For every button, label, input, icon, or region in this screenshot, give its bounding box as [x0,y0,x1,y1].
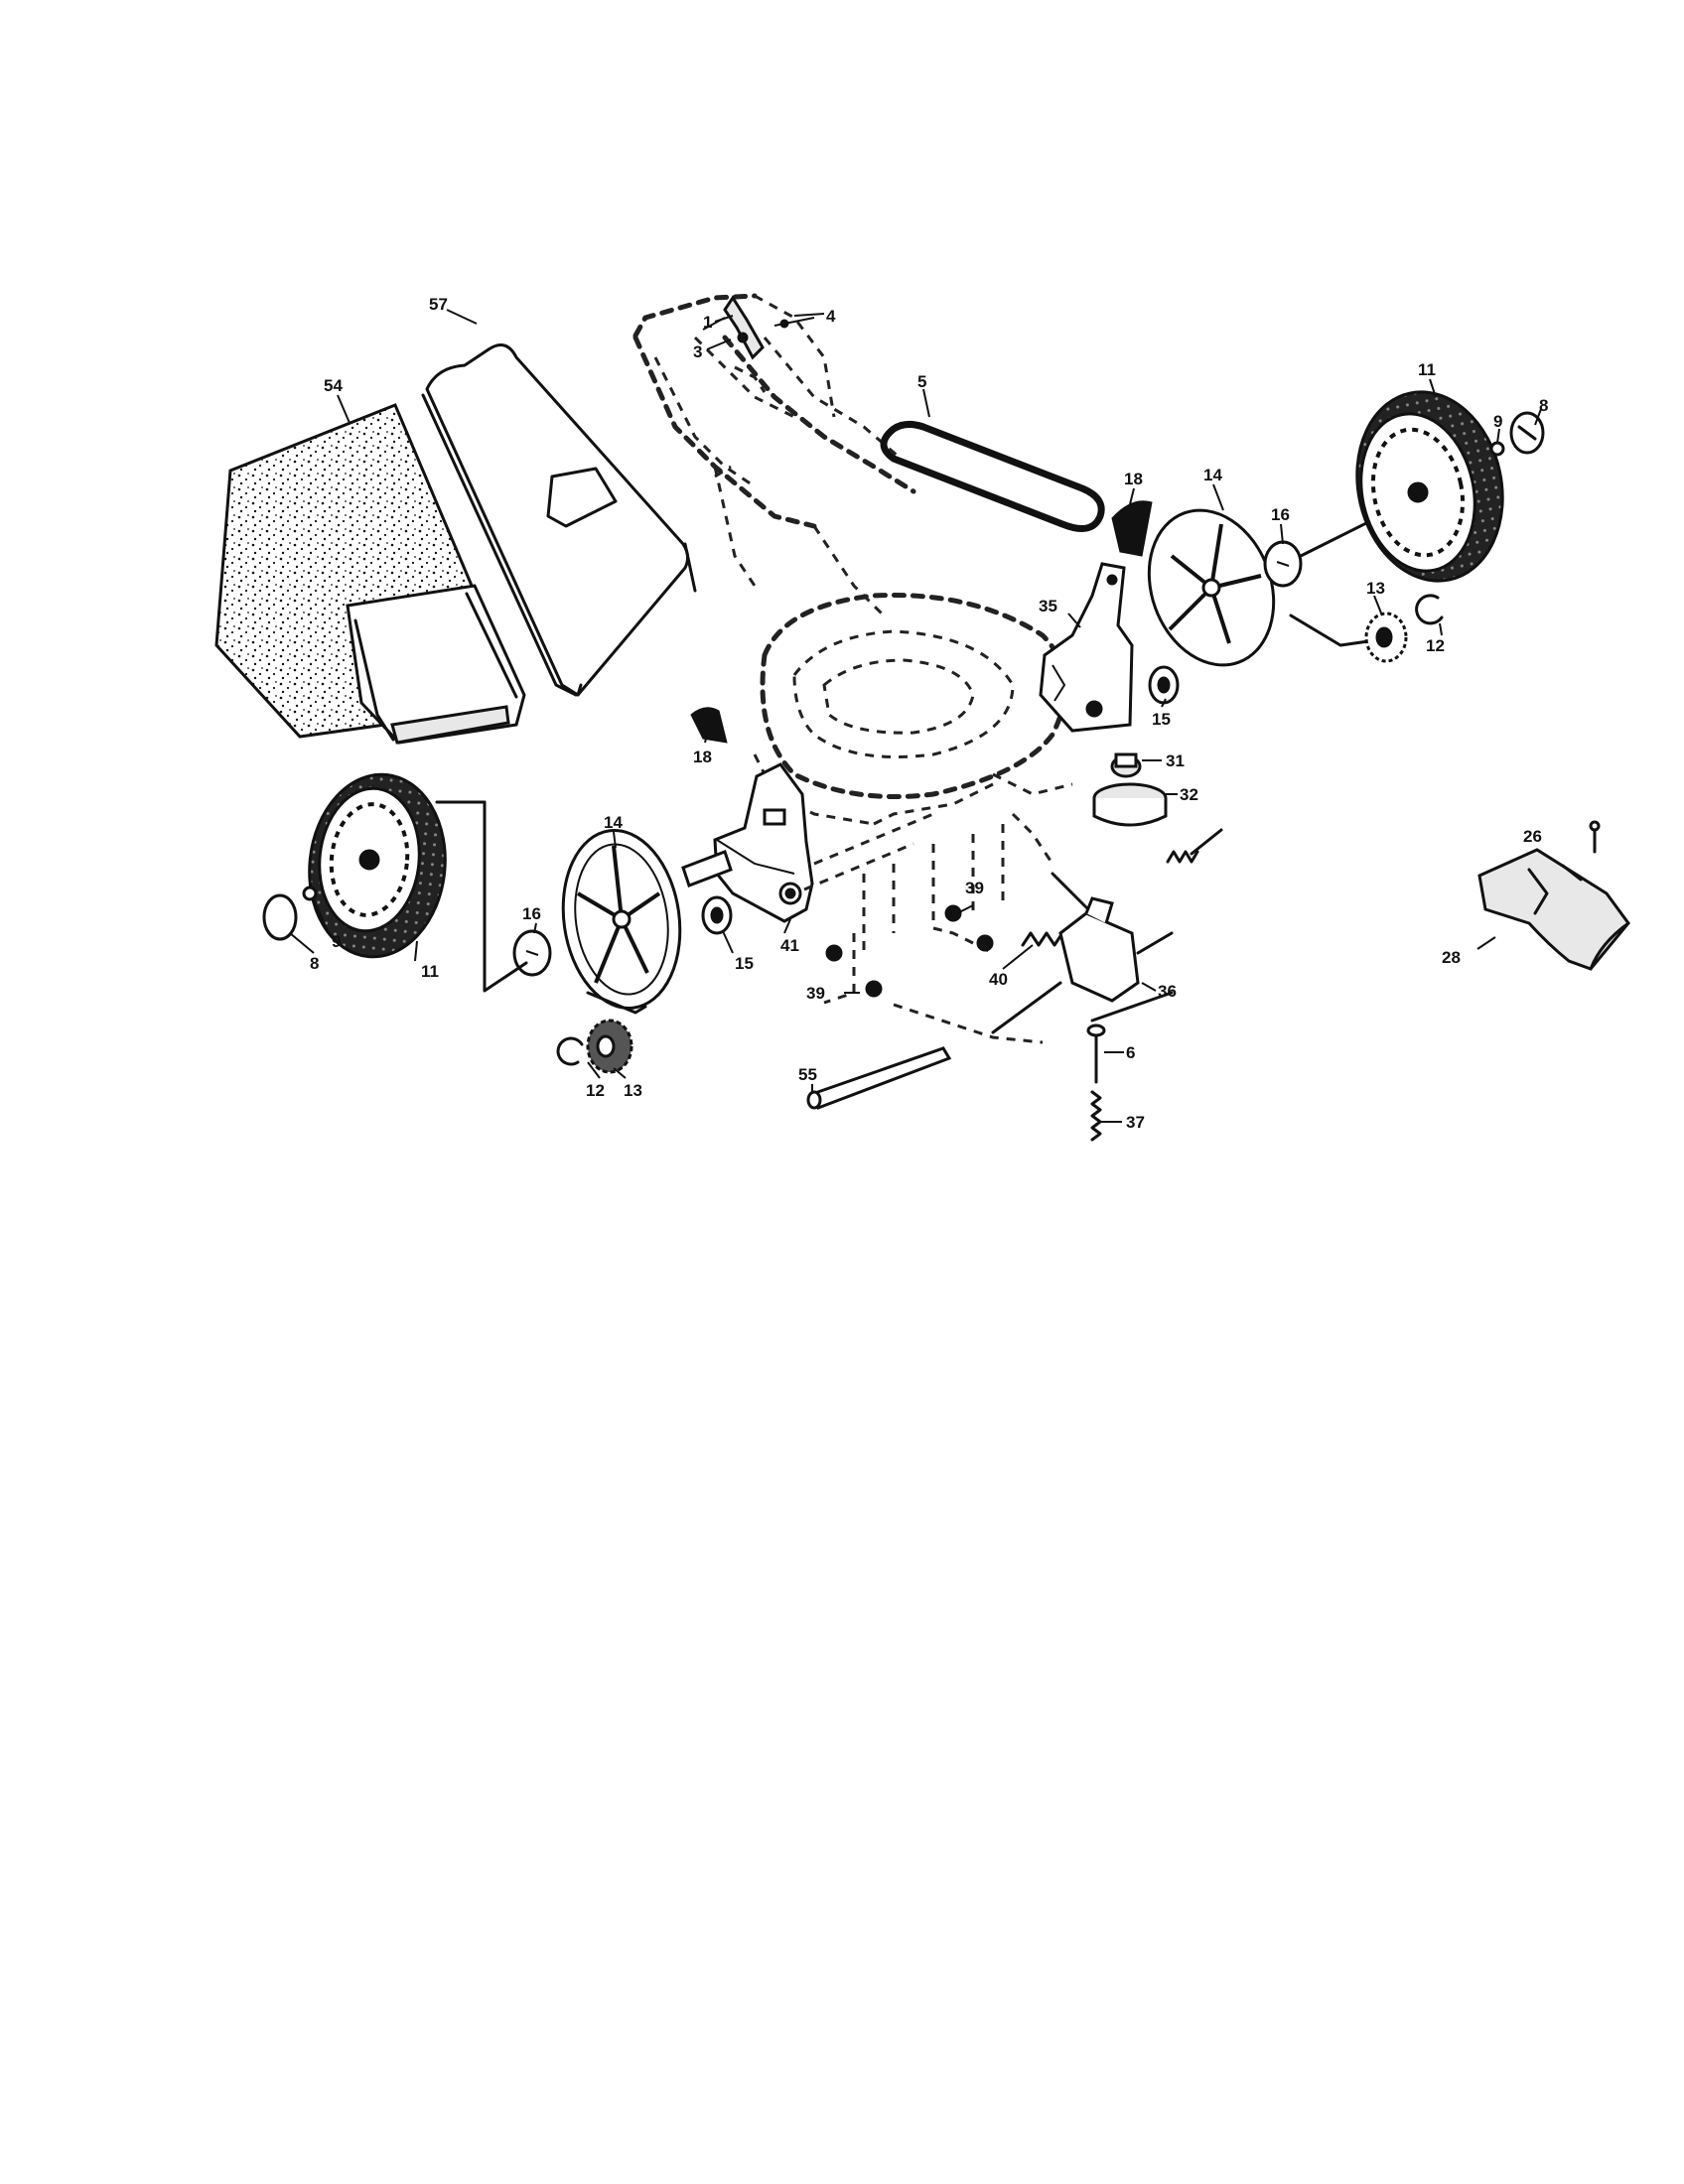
callout-37: 37 [1126,1113,1145,1132]
callout-41: 41 [780,936,799,955]
callout-9-right: 9 [1493,412,1502,431]
callout-18-left: 18 [693,748,712,766]
rear-cover-28 [1477,848,1630,971]
callout-8-left: 8 [310,954,319,973]
callout-39-upper: 39 [965,879,984,897]
clip-right [1415,594,1444,625]
screw-26 [1589,820,1601,854]
wheel-gear-left [561,829,682,1010]
callout-1: 1 [703,313,712,332]
callout-13-right: 13 [1366,579,1385,598]
callout-15-left: 15 [735,954,754,973]
callout-54: 54 [324,376,343,395]
bolt-6 [1086,1024,1106,1084]
wheel-gear-right [1147,508,1276,667]
callout-12-right: 12 [1426,636,1445,655]
axle-shaft-left [681,812,934,891]
callout-4: 4 [826,307,836,326]
callout-13-left: 13 [624,1081,642,1100]
callout-18-top: 18 [1124,470,1143,488]
bolt-31 [1110,752,1142,778]
callout-57: 57 [429,295,448,314]
leader-lines [289,309,1542,1123]
callout-8-right: 8 [1539,396,1548,415]
rod-55 [806,1046,952,1110]
axle-line-left [435,800,647,1015]
callout-12-left: 12 [586,1081,605,1100]
wheel-right [1355,390,1504,583]
blade-adapter-32 [1092,782,1168,827]
drive-belt [880,420,1105,532]
nut-39-lower [825,944,883,998]
callout-26: 26 [1523,827,1542,846]
callout-32: 32 [1180,785,1198,804]
nut-39-upper [944,904,994,952]
wheel-left [308,772,447,959]
callout-14-right: 14 [1203,466,1222,484]
callout-11-left: 11 [421,962,439,981]
callout-15-right: 15 [1152,710,1171,729]
washer-right [1263,540,1303,588]
callout-36: 36 [1158,982,1177,1001]
callout-5: 5 [917,372,926,391]
callout-6: 6 [1126,1043,1135,1062]
pinion-gear-right [1364,612,1408,663]
bolt-cap-left [262,886,318,941]
callout-3: 3 [693,342,702,361]
wheel-cover-right [1111,500,1153,557]
callout-11-right: 11 [1418,360,1436,379]
callout-9-left: 9 [332,932,341,951]
callout-14-left: 14 [604,813,623,832]
callout-28: 28 [1442,948,1461,967]
callout-35: 35 [1039,597,1057,615]
callout-40: 40 [989,970,1008,989]
transmission [893,896,1174,1044]
callout-labels: 54 57 1 3 4 5 18 14 16 11 9 8 13 12 35 1… [310,295,1548,1132]
handle-assembly [632,293,916,617]
clip-left [556,1036,584,1066]
callout-16-left: 16 [522,904,541,923]
pinion-gear-left [586,1019,633,1074]
spring-37 [1090,1090,1102,1142]
bag-frame [421,343,697,697]
drive-bracket-left [713,762,814,923]
mower-deck [753,593,1073,826]
dashed-rods [823,812,1054,1005]
grass-bag [214,403,526,745]
drive-bracket-right [1039,562,1134,733]
handle-bracket [702,295,815,360]
wheel-cover-left [690,707,728,744]
callout-55: 55 [798,1065,817,1084]
callout-16-right: 16 [1271,505,1290,524]
hub-washer-left [701,895,733,935]
callout-39-lower: 39 [806,984,825,1003]
callout-31: 31 [1166,751,1185,770]
hub-washer-right [1148,665,1180,705]
